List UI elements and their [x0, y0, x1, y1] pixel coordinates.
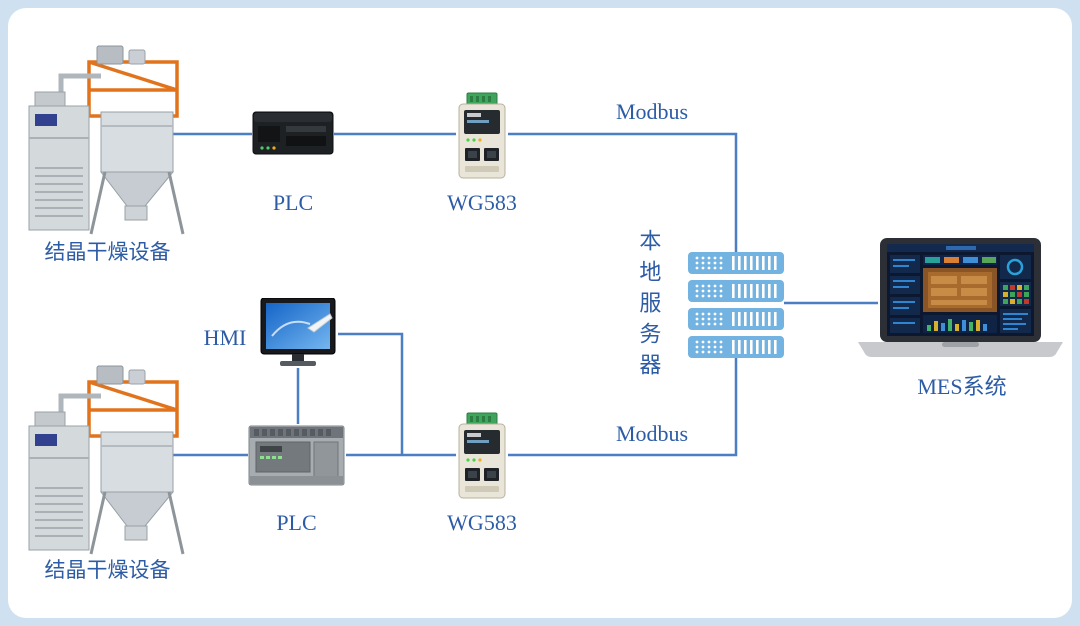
gateway-top-device-illustration	[456, 92, 508, 185]
server-label: 本地服务器	[636, 228, 662, 384]
server-stack-illustration	[688, 252, 784, 363]
equipment-bottom-label: 结晶干燥设备	[44, 558, 171, 582]
plc-top-label: PLC	[272, 190, 314, 215]
equipment-top-label: 结晶干燥设备	[44, 240, 171, 264]
modbus-bottom-label: Modbus	[615, 421, 689, 446]
laptop-mes-illustration	[858, 238, 1063, 370]
gateway-top-label: WG583	[447, 190, 517, 215]
gateway-bottom-label: WG583	[447, 510, 517, 535]
mes-label: MES系统	[917, 374, 1007, 399]
plc-bottom-device-illustration	[248, 424, 345, 492]
hmi-monitor-illustration	[258, 297, 338, 373]
plc-top-device-illustration	[252, 108, 334, 163]
dryer-equipment-top-illustration	[25, 40, 190, 245]
modbus-top-label: Modbus	[615, 99, 689, 124]
dryer-equipment-bottom-illustration	[25, 360, 190, 565]
hmi-label: HMI	[203, 325, 247, 350]
plc-bottom-label: PLC	[276, 510, 317, 535]
gateway-bottom-device-illustration	[456, 412, 508, 505]
